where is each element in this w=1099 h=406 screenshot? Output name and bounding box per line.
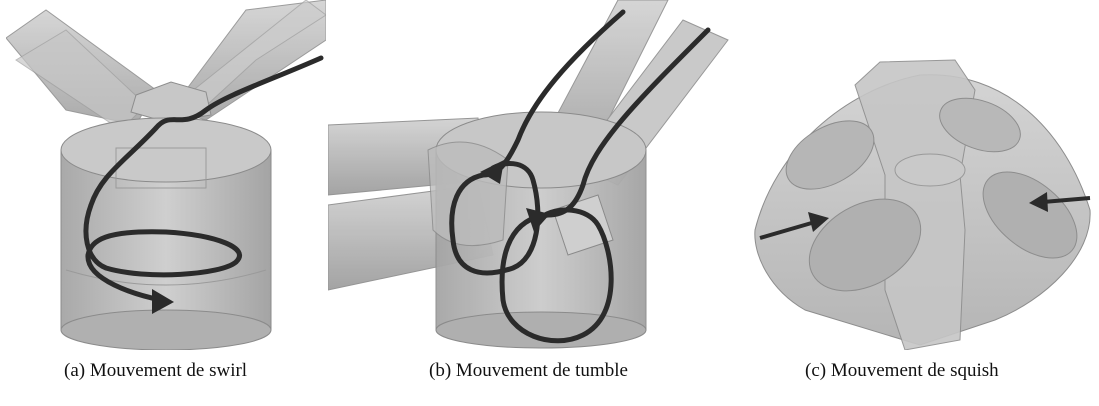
tumble-diagram bbox=[328, 0, 738, 350]
caption-squish: (c) Mouvement de squish bbox=[805, 360, 999, 382]
caption-tumble: (b) Mouvement de tumble bbox=[429, 360, 628, 382]
figure-squish bbox=[745, 0, 1095, 350]
caption-swirl: (a) Mouvement de swirl bbox=[64, 360, 247, 382]
figure-tumble bbox=[328, 0, 738, 350]
valve-head bbox=[428, 142, 508, 246]
squish-diagram bbox=[745, 0, 1095, 350]
chamber-center bbox=[895, 154, 965, 186]
figure-swirl bbox=[6, 0, 326, 350]
swirl-diagram bbox=[6, 0, 326, 350]
